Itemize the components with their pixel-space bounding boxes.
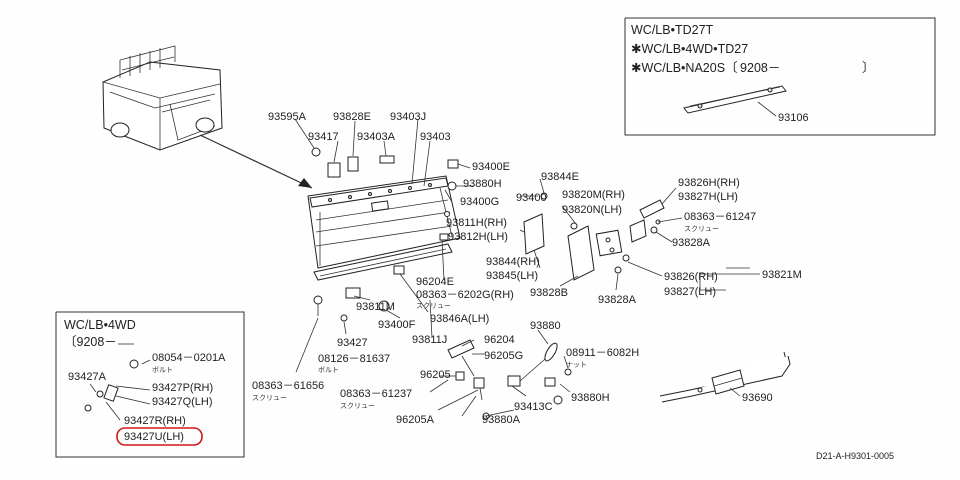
label-93820m: 93820M(RH) bbox=[562, 189, 625, 201]
cable-parts bbox=[447, 339, 572, 420]
label-93821m: 93821M bbox=[762, 269, 802, 281]
label-08363-61656-note: スクリュー bbox=[252, 394, 287, 402]
label-08363-61247-note: スクリュー bbox=[684, 225, 719, 233]
label-08363-6202g: 08363－6202G(RH) bbox=[416, 289, 514, 301]
label-93413c: 93413C bbox=[514, 401, 553, 413]
label-93811j: 93811J bbox=[412, 334, 447, 346]
inset-line-3: ✱WC/LB•NA20S〔 9208－ bbox=[631, 61, 780, 75]
inset-title: WC/LB•4WD bbox=[64, 318, 136, 332]
leader-lines bbox=[294, 118, 760, 417]
highlight-circle bbox=[116, 427, 203, 446]
label-93826h: 93826H(RH) bbox=[678, 177, 740, 189]
label-08126-note: ボルト bbox=[318, 366, 339, 374]
label-93417: 93417 bbox=[308, 131, 339, 143]
part-labels: 93595A 93828E 93403J 93417 93403A 93403 … bbox=[252, 111, 802, 426]
inset-bottom-left: WC/LB•4WD 〔9208－ 08054－0201A ボルト 93427A … bbox=[55, 311, 245, 458]
stay-bar-93690-shape bbox=[659, 351, 791, 403]
label-93812h: 93812H(LH) bbox=[448, 231, 508, 243]
label-93827h: 93827H(LH) bbox=[678, 191, 738, 203]
label-93400e: 93400E bbox=[472, 161, 510, 173]
latch-parts bbox=[523, 192, 665, 281]
inset-line-1: WC/LB•TD27T bbox=[631, 23, 714, 37]
label-08363-61656: 08363－61656 bbox=[252, 380, 324, 392]
label-93844: 93844(RH) bbox=[486, 256, 540, 268]
hardware-parts bbox=[311, 147, 459, 322]
label-08363-6202g-note: スクリュー bbox=[416, 302, 451, 310]
inset-line-4: 〕 bbox=[862, 61, 875, 75]
label-93427u: 93427U(LH) bbox=[124, 431, 184, 443]
label-93827: 93827(LH) bbox=[664, 286, 716, 298]
label-93820n: 93820N(LH) bbox=[562, 204, 622, 216]
inset-date: 〔9208－ bbox=[64, 335, 117, 349]
label-93828e: 93828E bbox=[333, 111, 371, 123]
label-08363-61237: 08363－61237 bbox=[340, 388, 412, 400]
label-08054-0201a: 08054－0201A bbox=[152, 352, 226, 364]
label-93595a: 93595A bbox=[268, 111, 307, 123]
label-93846a: 93846A(LH) bbox=[430, 313, 489, 325]
label-93400: 93400 bbox=[516, 192, 547, 204]
tailgate-shape bbox=[307, 175, 461, 281]
label-93403j: 93403J bbox=[390, 111, 426, 123]
label-08363-61237-note: スクリュー bbox=[340, 402, 375, 410]
label-08126: 08126－81637 bbox=[318, 353, 390, 365]
label-93106: 93106 bbox=[778, 112, 809, 124]
label-93880h-b: 93880H bbox=[571, 392, 610, 404]
label-93828a-a: 93828A bbox=[672, 237, 711, 249]
label-93845: 93845(LH) bbox=[486, 270, 538, 282]
label-08054-note: ボルト bbox=[152, 366, 173, 374]
label-93400g: 93400G bbox=[460, 196, 499, 208]
label-93880a: 93880A bbox=[482, 414, 521, 426]
inset-top-right: WC/LB•TD27T ✱WC/LB•4WD•TD27 ✱WC/LB•NA20S… bbox=[624, 17, 936, 136]
label-96205g: 96205G bbox=[484, 350, 523, 362]
label-93880h-a: 93880H bbox=[463, 178, 502, 190]
label-93427q: 93427Q(LH) bbox=[152, 396, 213, 408]
label-08363-61247: 08363－61247 bbox=[684, 211, 756, 223]
label-93826: 93826(RH) bbox=[664, 271, 718, 283]
label-08911: 08911－6082H bbox=[566, 347, 639, 359]
label-08911-note: ナット bbox=[566, 361, 587, 369]
label-93427p: 93427P(RH) bbox=[152, 382, 213, 394]
label-93403: 93403 bbox=[420, 131, 451, 143]
label-93403a: 93403A bbox=[357, 131, 396, 143]
label-93828b: 93828B bbox=[530, 287, 568, 299]
label-96205: 96205 bbox=[420, 369, 451, 381]
inset-line-2: ✱WC/LB•4WD•TD27 bbox=[631, 42, 748, 56]
label-96205a: 96205A bbox=[396, 414, 435, 426]
drawing-code: D21-A-H9301-0005 bbox=[816, 451, 894, 461]
label-93427r: 93427R(RH) bbox=[124, 415, 186, 427]
label-93427a: 93427A bbox=[68, 371, 107, 383]
label-93811m: 93811M bbox=[356, 301, 395, 313]
arrow-head-icon bbox=[298, 178, 312, 188]
label-93690: 93690 bbox=[742, 392, 773, 404]
label-93828a-b: 93828A bbox=[598, 294, 637, 306]
label-93844e: 93844E bbox=[541, 171, 579, 183]
label-96204: 96204 bbox=[484, 334, 515, 346]
label-93880: 93880 bbox=[530, 320, 561, 332]
truck-thumbnail bbox=[102, 45, 223, 151]
label-93427: 93427 bbox=[337, 337, 368, 349]
label-93811h: 93811H(RH) bbox=[446, 217, 507, 229]
label-93400f: 93400F bbox=[378, 319, 416, 331]
rail-93106-shape bbox=[683, 85, 787, 114]
label-96204e: 96204E bbox=[416, 276, 454, 288]
